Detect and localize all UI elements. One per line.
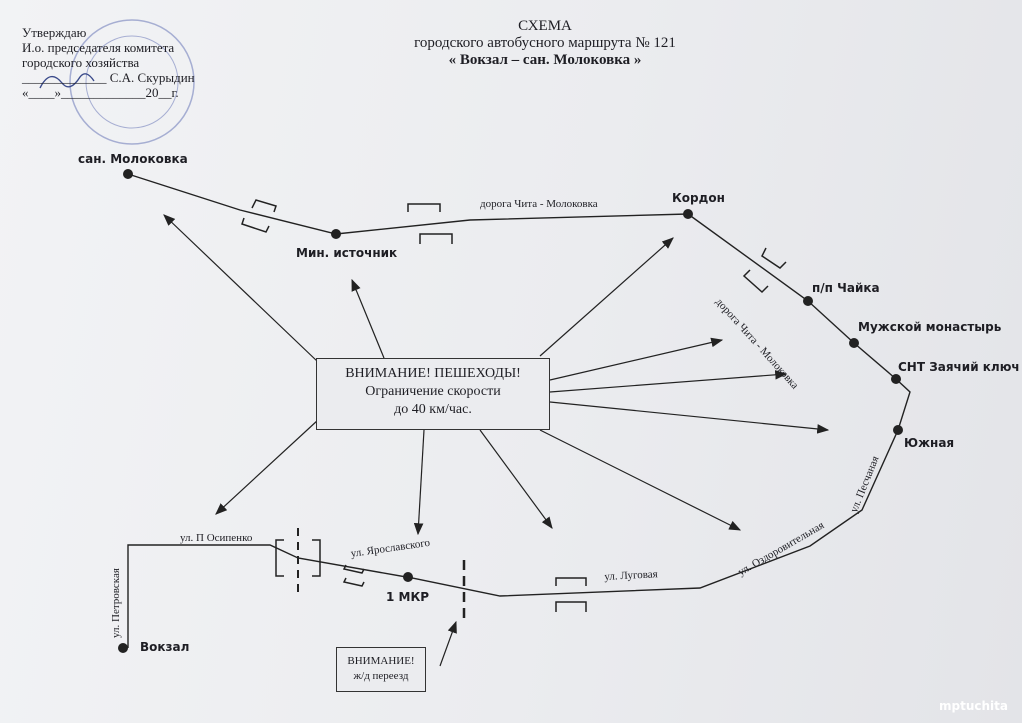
road-chita-molokovka-top: дорога Чита - Молоковка <box>480 198 598 210</box>
stop-vokzal <box>118 643 128 653</box>
approval-line2: И.о. председателя комитета <box>22 40 175 55</box>
speed-bumps <box>241 199 787 612</box>
label-1mkr: 1 МКР <box>386 590 430 604</box>
label-molokovka: сан. Молоковка <box>78 152 188 166</box>
road-petrov: ул. Петровская <box>110 568 122 638</box>
road-osipenko: ул. П Осипенко <box>180 532 253 544</box>
label-yuzhnaya: Южная <box>904 436 955 450</box>
stop-yuzhnaya <box>893 425 903 435</box>
pedestrian-warning-box: ВНИМАНИЕ! ПЕШЕХОДЫ! Ограничение скорости… <box>316 358 550 430</box>
stop-kordon <box>683 209 693 219</box>
rail-crossing-warning-box: ВНИМАНИЕ! ж/д переезд <box>336 647 426 692</box>
rail-warning-line1: ВНИМАНИЕ! <box>347 655 415 667</box>
label-vokzal: Вокзал <box>140 640 190 654</box>
stop-zayachiy <box>891 374 901 384</box>
stop-markers <box>118 169 903 653</box>
rail-warning-line2: ж/д переезд <box>353 670 409 682</box>
signature <box>39 73 95 89</box>
official-stamp <box>69 19 195 145</box>
stop-min-istochnik <box>331 229 341 239</box>
label-chaika: п/п Чайка <box>812 281 880 295</box>
approval-line4: _____________ С.А. Скурыдин <box>22 70 195 85</box>
warning-arrows <box>163 214 830 667</box>
stop-chaika <box>803 296 813 306</box>
document-title: СХЕМА городского автобусного маршрута № … <box>380 18 710 69</box>
warning-line2: Ограничение скорости <box>365 384 501 399</box>
approval-line5: «____»_____________20__г. <box>22 85 179 100</box>
stop-monastyr <box>849 338 859 348</box>
title-line3: « Вокзал – сан. Молоковка » <box>448 52 642 68</box>
title-line2: городского автобусного маршрута № 121 <box>414 35 676 51</box>
label-min-istochnik: Мин. источник <box>296 246 398 260</box>
title-line1: СХЕМА <box>518 18 572 34</box>
label-kordon: Кордон <box>672 191 725 205</box>
approval-block: Утверждаю И.о. председателя комитета гор… <box>22 25 195 100</box>
stop-molokovka <box>123 169 133 179</box>
warning-line3: до 40 км/час. <box>394 402 472 417</box>
stop-1mkr <box>403 572 413 582</box>
label-monastyr: Мужской монастырь <box>858 320 1002 334</box>
watermark: mptuchita <box>939 699 1008 713</box>
label-zayachiy: СНТ Заячий ключ <box>898 360 1020 374</box>
approval-line3: городского хозяйства <box>22 55 140 70</box>
warning-line1: ВНИМАНИЕ! ПЕШЕХОДЫ! <box>345 366 521 381</box>
approval-line1: Утверждаю <box>22 25 87 40</box>
